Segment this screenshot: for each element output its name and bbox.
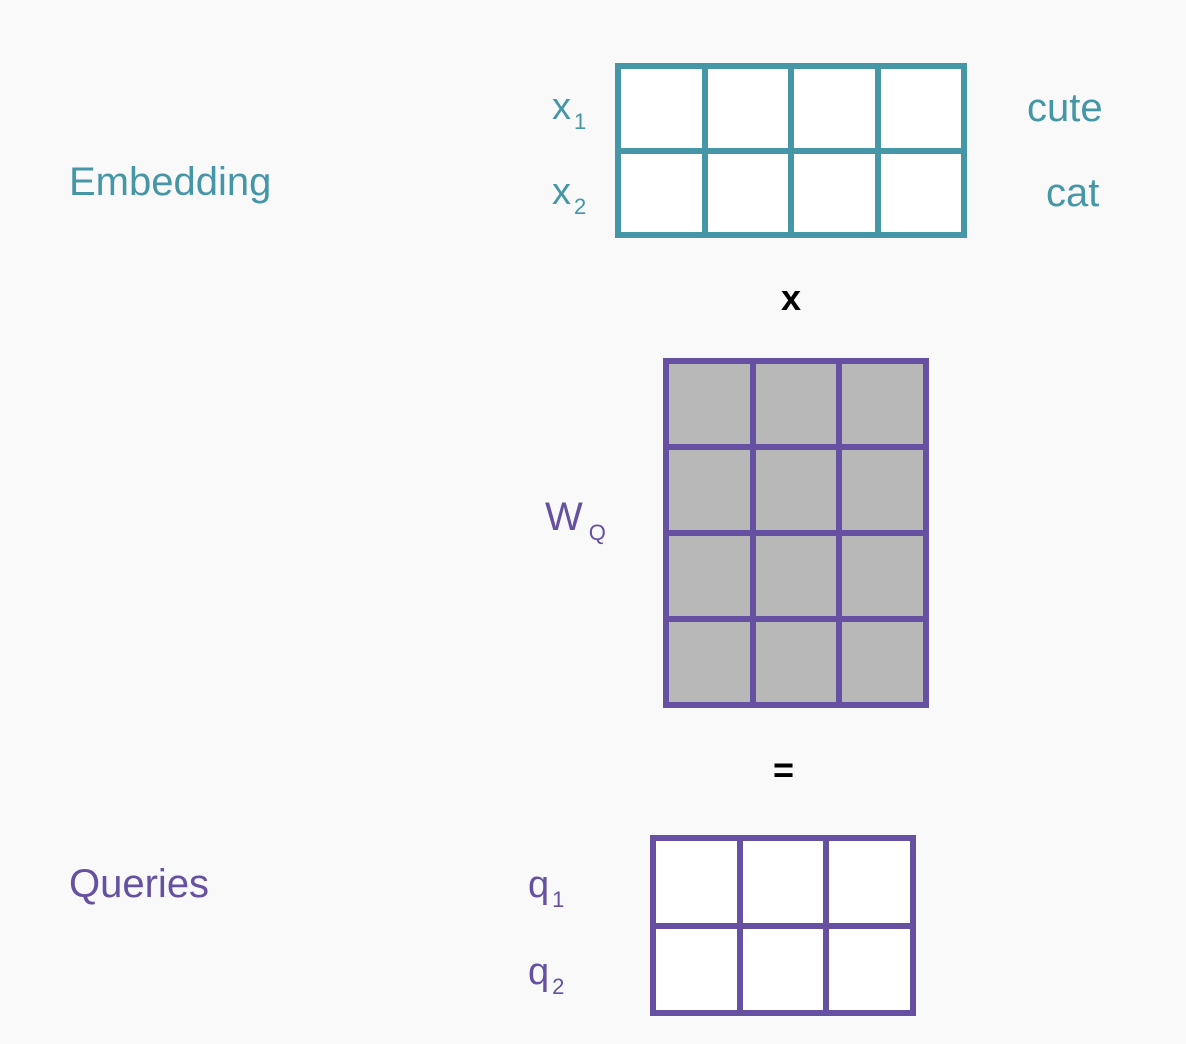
embedding-label: Embedding: [69, 160, 272, 204]
matrix-cell: [829, 841, 910, 923]
matrix-cell: [707, 69, 788, 148]
weight-matrix-wq: [663, 358, 929, 708]
matrix-cell: [742, 928, 824, 1010]
matrix-cell: [829, 928, 910, 1010]
weight-name: W: [545, 495, 583, 539]
q1-name: q: [528, 864, 550, 906]
matrix-cell: [880, 69, 961, 148]
q1-subscript: 1: [552, 887, 565, 912]
matrix-cell: [621, 153, 702, 232]
matrix-cell: [842, 450, 923, 530]
queries-label: Queries: [69, 862, 210, 906]
multiply-operator: x: [781, 277, 802, 318]
matrix-cell: [707, 153, 788, 232]
matrix-cell: [669, 364, 750, 444]
queries-matrix: [650, 835, 916, 1016]
matrix-cell: [669, 536, 750, 616]
matrix-cell: [669, 450, 750, 530]
matrix-cell: [656, 841, 737, 923]
x1-name: x: [552, 86, 571, 128]
x2-name: x: [552, 171, 571, 213]
embedding-matrix: [615, 63, 967, 238]
matrix-cell: [656, 928, 737, 1010]
word-cute: cute: [1027, 86, 1103, 130]
matrix-cell: [742, 841, 824, 923]
matrix-cell: [755, 536, 837, 616]
matrix-cell: [842, 622, 923, 702]
q2-subscript: 2: [552, 974, 565, 999]
equals-operator: =: [773, 749, 795, 790]
matrix-cell: [880, 153, 961, 232]
word-cat: cat: [1046, 171, 1100, 215]
matrix-cell: [755, 364, 837, 444]
matrix-cell: [755, 622, 837, 702]
matrix-cell: [669, 622, 750, 702]
matrix-cell: [794, 69, 875, 148]
q2-name: q: [528, 951, 550, 993]
x1-subscript: 1: [574, 109, 587, 134]
matrix-cell: [755, 450, 837, 530]
matrix-cell: [842, 364, 923, 444]
matrix-cell: [621, 69, 702, 148]
matrix-cell: [794, 153, 875, 232]
weight-subscript: Q: [588, 520, 606, 545]
matrix-cell: [842, 536, 923, 616]
x2-subscript: 2: [574, 194, 587, 219]
